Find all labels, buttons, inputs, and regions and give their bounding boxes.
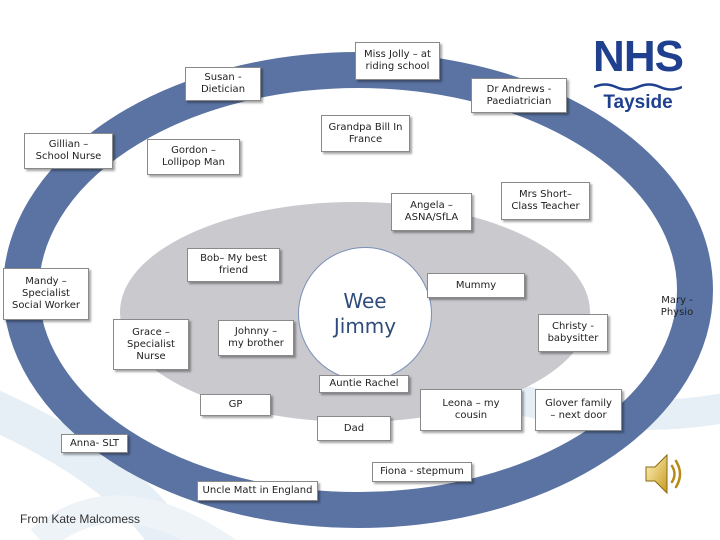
center-person: Wee Jimmy bbox=[298, 247, 432, 381]
speaker-icon[interactable] bbox=[642, 450, 686, 498]
node-gp: GP bbox=[200, 394, 271, 416]
node-uncle-matt: Uncle Matt in England bbox=[197, 481, 318, 501]
logo-region: Tayside bbox=[603, 92, 673, 113]
node-glover: Glover family – next door bbox=[535, 389, 622, 431]
node-leona: Leona – my cousin bbox=[420, 389, 522, 431]
node-mary: Mary - Physio bbox=[660, 295, 694, 318]
logo-brand: NHS bbox=[593, 32, 684, 81]
node-angela: Angela – ASNA/SfLA bbox=[391, 193, 472, 231]
node-fiona: Fiona - stepmum bbox=[372, 462, 472, 482]
node-gordon: Gordon – Lollipop Man bbox=[147, 139, 240, 175]
node-christy: Christy - babysitter bbox=[538, 314, 608, 352]
background-arc bbox=[0, 390, 193, 540]
node-susan: Susan - Dietician bbox=[185, 67, 261, 101]
background-arc bbox=[30, 495, 237, 540]
node-mrs-short: Mrs Short– Class Teacher bbox=[501, 182, 590, 220]
credit-text: From Kate Malcomess bbox=[20, 512, 141, 526]
node-gillian: Gillian – School Nurse bbox=[24, 133, 113, 169]
node-grandpa-bill: Grandpa Bill In France bbox=[321, 115, 410, 152]
node-johnny: Johnny – my brother bbox=[218, 320, 294, 356]
node-dad: Dad bbox=[317, 416, 391, 441]
node-dr-andrews: Dr Andrews - Paediatrician bbox=[471, 78, 567, 113]
node-auntie-rachel: Auntie Rachel bbox=[319, 375, 409, 393]
logo-wave bbox=[594, 83, 682, 91]
node-miss-jolly: Miss Jolly – at riding school bbox=[355, 42, 440, 80]
node-mandy: Mandy – Specialist Social Worker bbox=[3, 268, 89, 320]
node-anna: Anna- SLT bbox=[61, 434, 128, 453]
node-bob: Bob– My best friend bbox=[187, 248, 280, 282]
node-grace: Grace – Specialist Nurse bbox=[113, 319, 189, 370]
node-mummy: Mummy bbox=[427, 273, 525, 298]
nhs-tayside-logo: NHS Tayside bbox=[588, 30, 688, 122]
